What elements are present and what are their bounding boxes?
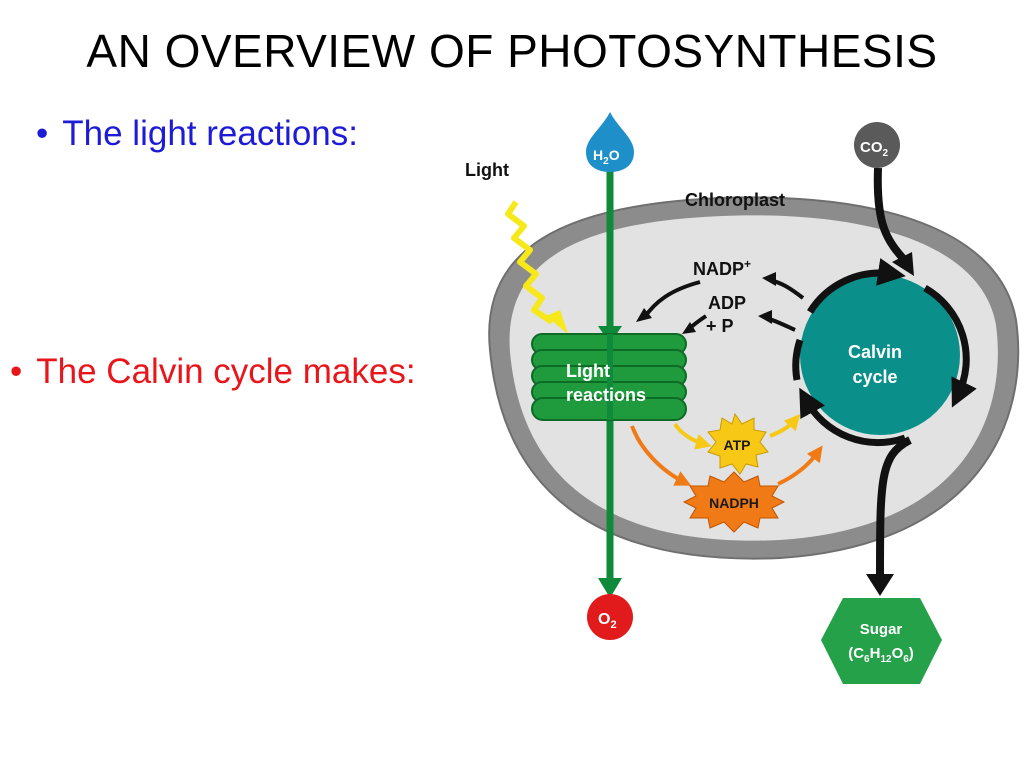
svg-text:Light: Light xyxy=(566,361,610,381)
sugar-arrow xyxy=(866,436,912,596)
chloroplast-label: Chloroplast xyxy=(685,190,785,210)
plus-p-label: + P xyxy=(706,316,734,336)
svg-text:NADPH: NADPH xyxy=(709,495,759,511)
svg-text:Calvin: Calvin xyxy=(848,342,902,362)
svg-text:(C6H12O6): (C6H12O6) xyxy=(848,645,914,665)
water-drop-icon: H2O xyxy=(586,112,634,172)
bullet-text: The Calvin cycle makes: xyxy=(36,352,416,391)
bullet-calvin-cycle: • The Calvin cycle makes: xyxy=(10,352,416,392)
bullet-text: The light reactions: xyxy=(62,114,358,153)
oxygen-icon: O2 xyxy=(587,594,633,640)
light-ray-icon xyxy=(505,200,568,334)
calvin-cycle: Calvin cycle xyxy=(792,258,977,447)
slide-title: AN OVERVIEW OF PHOTOSYNTHESIS xyxy=(86,25,938,77)
nadph-icon: NADPH xyxy=(682,471,786,533)
bullet-dot: • xyxy=(36,114,49,153)
svg-text:ATP: ATP xyxy=(724,437,751,453)
co2-icon: CO2 xyxy=(854,122,900,168)
adp-label: ADP xyxy=(708,293,746,313)
bullet-light-reactions: • The light reactions: xyxy=(36,114,358,154)
light-label: Light xyxy=(465,160,509,180)
svg-text:Sugar: Sugar xyxy=(860,621,903,638)
return-arrows xyxy=(636,272,805,334)
svg-text:CO2: CO2 xyxy=(860,139,889,159)
svg-text:cycle: cycle xyxy=(852,367,897,387)
nadp-label: NADP+ xyxy=(693,257,751,279)
svg-text:H2O: H2O xyxy=(593,147,620,167)
nadph-arrows xyxy=(630,425,823,486)
svg-text:O2: O2 xyxy=(598,611,617,631)
light-reactions-thylakoid: Light reactions xyxy=(531,333,687,421)
bullet-dot: • xyxy=(10,352,23,391)
atp-arrows xyxy=(673,413,801,450)
sugar-icon: Sugar (C6H12O6) xyxy=(821,598,942,684)
svg-text:reactions: reactions xyxy=(566,385,646,405)
atp-icon: ATP xyxy=(707,412,769,475)
